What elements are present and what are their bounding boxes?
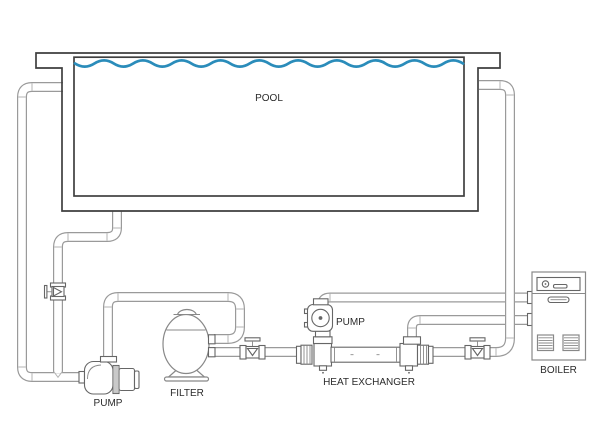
boiler-display-slot: [552, 283, 568, 289]
filter-label: FILTER: [170, 388, 204, 399]
pipe-joint-ticks: [18, 81, 514, 381]
hx-shell: [330, 346, 401, 363]
filter-outlet-valve: [239, 337, 266, 360]
hx-right-union-ring: [427, 345, 434, 364]
pool-label: POOL: [255, 93, 283, 104]
pipe-pool-suction: [17, 82, 80, 382]
pump-volute: [83, 360, 114, 395]
valve-flange: [483, 344, 491, 360]
sand-filter: FILTER: [162, 308, 216, 399]
pump-motor-cap: [133, 370, 140, 390]
boiler-label: BOILER: [540, 365, 577, 376]
hx-left-union-ring: [295, 345, 302, 364]
circ-pump-hub: [318, 316, 323, 320]
pipes: [17, 80, 531, 382]
main-pump-label: PUMP: [94, 398, 123, 409]
drain-valve: [43, 282, 67, 301]
valve-handle: [43, 284, 48, 299]
pipe-boiler-flow: [317, 292, 531, 312]
valve-flange: [239, 344, 247, 360]
valve-handle: [469, 337, 486, 342]
hx-left-tee: [313, 342, 333, 367]
valve-flange: [464, 344, 472, 360]
pump-inlet-flange: [78, 370, 86, 384]
heat-exchanger: HEAT EXCHANGER: [295, 336, 434, 388]
pool-basin: [73, 56, 465, 197]
filter-tank: [162, 313, 210, 375]
pipe-pool-drain: [53, 210, 122, 379]
hx-right-branch-flange: [402, 336, 422, 345]
hx-drain-plug: [404, 365, 414, 371]
valve-handle: [244, 337, 261, 342]
heat-exchanger-label: HEAT EXCHANGER: [323, 377, 415, 388]
circ-pump-lower-joint: [314, 330, 331, 338]
water-line: [73, 58, 465, 69]
circulation-pump: PUMP: [303, 298, 365, 345]
pump-seal-plate: [112, 364, 120, 395]
circ-pump-top-flange: [312, 298, 329, 306]
boiler: BOILER: [526, 271, 587, 376]
hx-right-tee: [399, 342, 419, 367]
filter-base-rim: [163, 376, 210, 382]
pipe-pool-return: [432, 80, 515, 357]
hx-drain-plug: [318, 365, 328, 371]
filter-inlet-port: [207, 334, 216, 345]
pool: POOL: [35, 52, 501, 212]
hx-left-union-nut: [300, 344, 313, 365]
filter-lid-icon: [176, 308, 197, 315]
valve-disc-icon: [471, 347, 484, 357]
pump-discharge-flange: [99, 355, 118, 363]
pump-motor: [118, 367, 136, 392]
circ-pump-lower-flange: [312, 336, 333, 345]
pool-shell: [35, 52, 501, 212]
filter-outlet-port: [207, 347, 216, 358]
pump-volute-detail: [87, 364, 102, 380]
valve-disc-icon: [52, 286, 63, 297]
valve-disc-icon: [246, 347, 259, 357]
circulation-pump-label: PUMP: [336, 317, 365, 328]
return-valve: [464, 337, 491, 360]
drain-tee-notch: [53, 371, 63, 379]
pipe-pump-to-filter: [103, 292, 245, 360]
valve-flange: [258, 344, 266, 360]
main-pump: PUMP: [78, 355, 140, 409]
